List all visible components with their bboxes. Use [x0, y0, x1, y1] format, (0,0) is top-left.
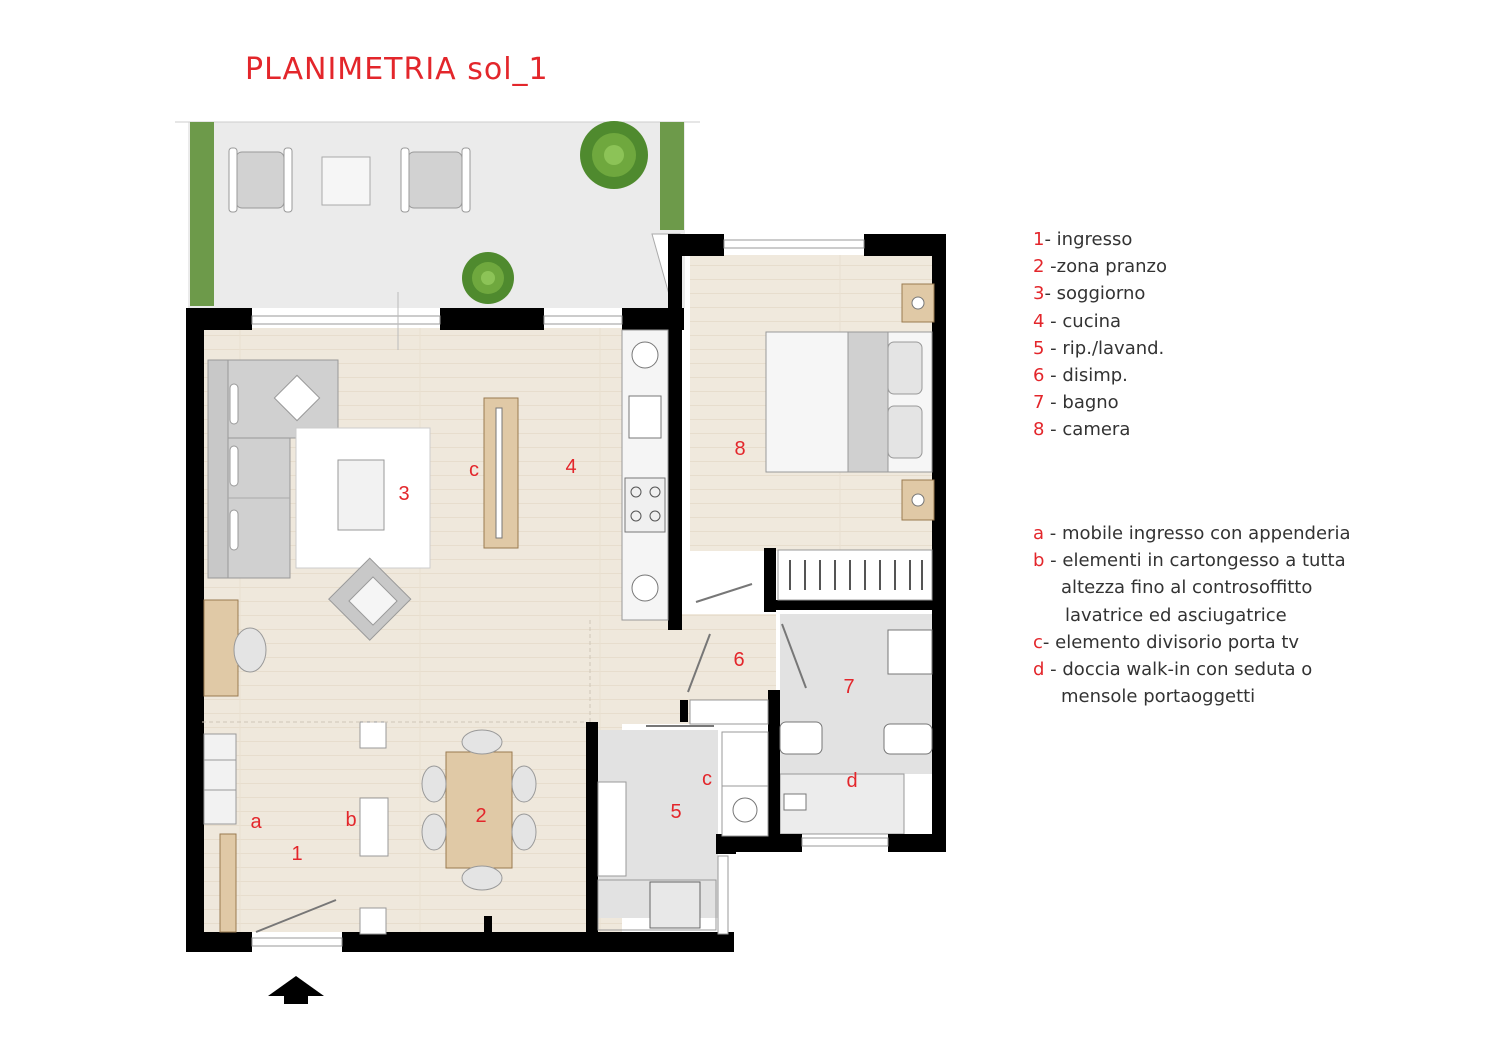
armchair	[328, 557, 412, 641]
legend-item: lavatrice ed asciugatrice	[1065, 604, 1287, 626]
desk	[203, 599, 267, 697]
room-label-6: 6	[733, 649, 744, 671]
legend-item: altezza fino al controsoffitto	[1061, 577, 1313, 599]
legend-item: 6 - disimp.	[1033, 365, 1128, 387]
room-label-8: 8	[734, 438, 745, 460]
legend-item: 5 - rip./lavand.	[1033, 337, 1165, 359]
room-label-7: 7	[843, 676, 854, 698]
wardrobe	[777, 549, 933, 601]
legend-item: d - doccia walk-in con seduta o	[1033, 659, 1313, 681]
coffee-table	[337, 459, 385, 531]
terrace-chair-left	[228, 147, 293, 213]
element-label-a: a	[250, 811, 262, 833]
dining-table	[421, 729, 537, 891]
legend-item: 4 - cucina	[1033, 310, 1122, 332]
legend-item: mensole portaoggetti	[1061, 686, 1256, 708]
nightstand-top	[901, 283, 935, 323]
element-label-c-utility: c	[702, 768, 712, 790]
utility-fixtures	[597, 731, 769, 931]
plan-title: PLANIMETRIA sol_1	[245, 52, 549, 87]
legend-item: 3- soggiorno	[1033, 283, 1146, 305]
entrance-arrow-icon	[268, 976, 324, 1004]
partition-post-2	[359, 907, 387, 935]
element-label-b: b	[345, 809, 356, 831]
room-label-3: 3	[398, 483, 409, 505]
room-label-5: 5	[670, 801, 681, 823]
terrace-chair-right	[400, 147, 471, 213]
sofa	[207, 359, 339, 579]
windows	[251, 239, 889, 947]
legend-item: a - mobile ingresso con appenderia	[1033, 523, 1351, 544]
entrance-cabinet	[203, 733, 237, 933]
partition-b	[359, 797, 389, 857]
tv-divider	[483, 397, 519, 549]
legend-item: c- elemento divisorio porta tv	[1033, 631, 1300, 653]
kitchen-counter	[621, 329, 669, 621]
room-label-1: 1	[291, 843, 302, 865]
terrace	[175, 121, 700, 308]
planter-right	[660, 122, 684, 230]
walls	[186, 234, 946, 952]
planter-left	[190, 122, 214, 306]
bed	[765, 331, 933, 473]
legend-item: b - elementi in cartongesso a tutta	[1033, 550, 1346, 572]
entrance-door	[255, 899, 337, 933]
terrace-table	[321, 156, 371, 206]
plant-large	[580, 121, 648, 189]
elements-legend: a - mobile ingresso con appenderia b - e…	[1033, 520, 1350, 710]
element-label-d: d	[846, 770, 857, 792]
legend-item: 7 - bagno	[1033, 392, 1119, 414]
legend-item: 8 - camera	[1033, 419, 1131, 441]
plant-small	[462, 252, 514, 304]
legend-item: 1- ingresso	[1033, 229, 1133, 250]
room-legend: 1- ingresso 2 -zona pranzo 3- soggiorno …	[1033, 226, 1167, 444]
room-label-4: 4	[565, 456, 576, 478]
element-label-c-living: c	[469, 459, 479, 481]
partition-post	[359, 721, 387, 749]
room-label-2: 2	[475, 805, 486, 827]
bathroom-fixtures	[779, 629, 933, 811]
legend-item: 2 -zona pranzo	[1033, 256, 1168, 278]
